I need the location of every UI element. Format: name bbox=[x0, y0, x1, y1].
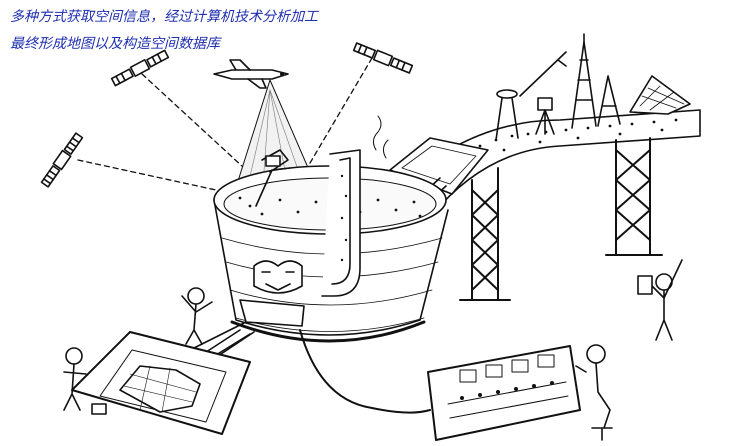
surveyor-icon bbox=[63, 347, 87, 411]
pole-icon bbox=[519, 51, 567, 97]
survey-tower-icon bbox=[597, 75, 621, 127]
satellite-icon bbox=[352, 42, 414, 74]
caption-line-1: 多种方式获取空间信息，经过计算机技术分析加工 bbox=[10, 9, 318, 25]
crane-arm-icon bbox=[255, 149, 291, 207]
operator-icon bbox=[637, 259, 683, 341]
caption: 多种方式获取空间信息，经过计算机技术分析加工 最终形成地图以及构造空间数据库 bbox=[10, 4, 318, 58]
steam-icon bbox=[372, 115, 389, 159]
map-table-icon bbox=[71, 331, 251, 435]
surveyor-icon bbox=[181, 287, 213, 345]
survey-tower-icon bbox=[571, 33, 597, 129]
operator-icon bbox=[575, 344, 613, 441]
caption-line-2: 最终形成地图以及构造空间数据库 bbox=[10, 36, 220, 52]
satellite-icon bbox=[40, 132, 84, 188]
airplane-icon bbox=[213, 59, 289, 89]
cable-icon bbox=[299, 329, 431, 414]
satellite-icon bbox=[110, 49, 170, 87]
chimney-icon bbox=[321, 149, 361, 297]
survey-tower-icon bbox=[495, 89, 519, 141]
terrain-mesh-icon bbox=[629, 75, 691, 115]
console-icon bbox=[427, 345, 581, 441]
conveyor-bridge-icon bbox=[395, 109, 701, 301]
theodolite-icon bbox=[535, 97, 555, 135]
